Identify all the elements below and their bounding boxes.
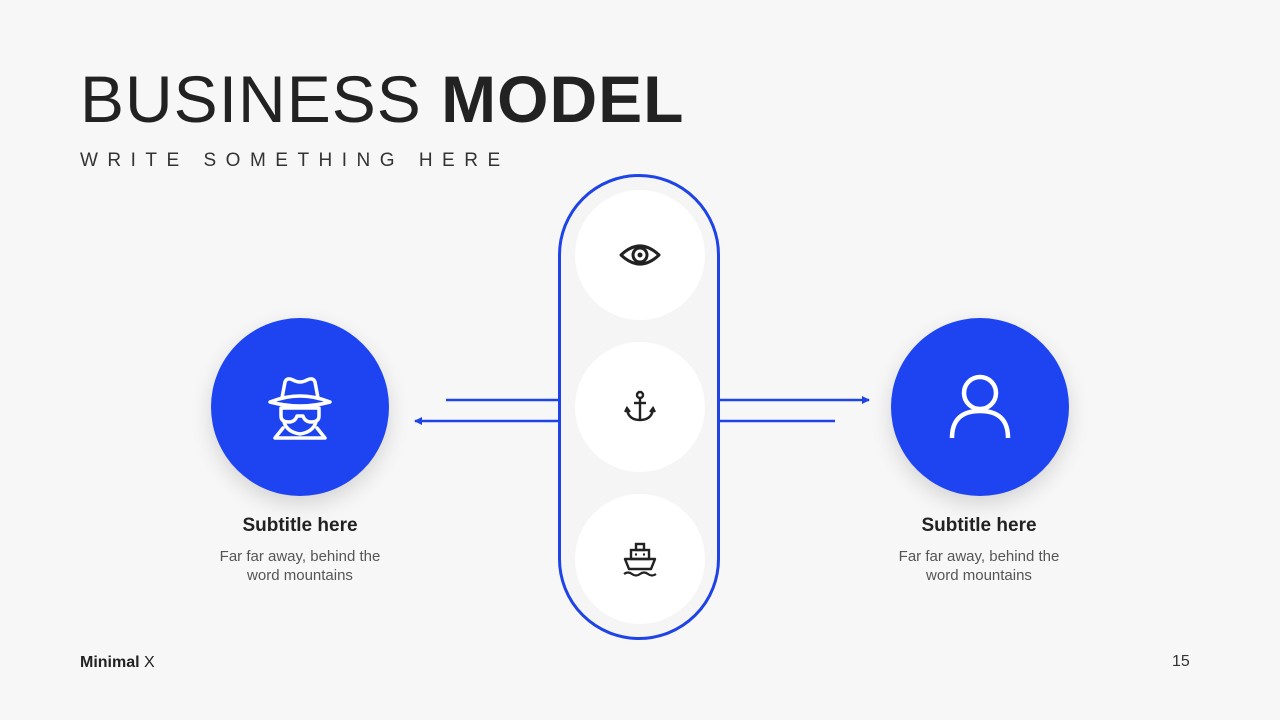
left-block-text-line1: Far far away, behind the bbox=[219, 548, 381, 565]
eye-icon bbox=[619, 244, 661, 266]
title-light: BUSINESS bbox=[80, 62, 422, 136]
left-feature-circle bbox=[211, 318, 389, 496]
right-feature-circle bbox=[891, 318, 1069, 496]
right-block-title: Subtitle here bbox=[921, 515, 1037, 536]
right-block-text-line2: word mountains bbox=[926, 567, 1032, 584]
page-title: BUSINESS MODEL bbox=[80, 66, 684, 132]
anchor-circle bbox=[575, 342, 705, 472]
page-number: 15 bbox=[1172, 653, 1190, 670]
left-block-text: Far far away, behind the word mountains bbox=[180, 547, 420, 585]
user-icon bbox=[949, 374, 1011, 439]
left-block-title: Subtitle here bbox=[242, 515, 358, 536]
right-block-text: Far far away, behind the word mountains bbox=[859, 547, 1099, 585]
page-subtitle: WRITE SOMETHING HERE bbox=[80, 150, 510, 171]
title-bold: MODEL bbox=[441, 62, 685, 136]
left-block-text-line2: word mountains bbox=[247, 567, 353, 584]
brand-logo: Minimal X bbox=[80, 654, 155, 672]
eye-circle bbox=[575, 190, 705, 320]
ship-circle bbox=[575, 494, 705, 624]
spy-icon bbox=[268, 377, 332, 440]
brand-bold: Minimal bbox=[80, 654, 140, 671]
anchor-icon bbox=[624, 390, 656, 422]
brand-light: X bbox=[144, 654, 155, 671]
right-block-text-line1: Far far away, behind the bbox=[898, 548, 1060, 565]
ship-icon bbox=[623, 542, 657, 577]
